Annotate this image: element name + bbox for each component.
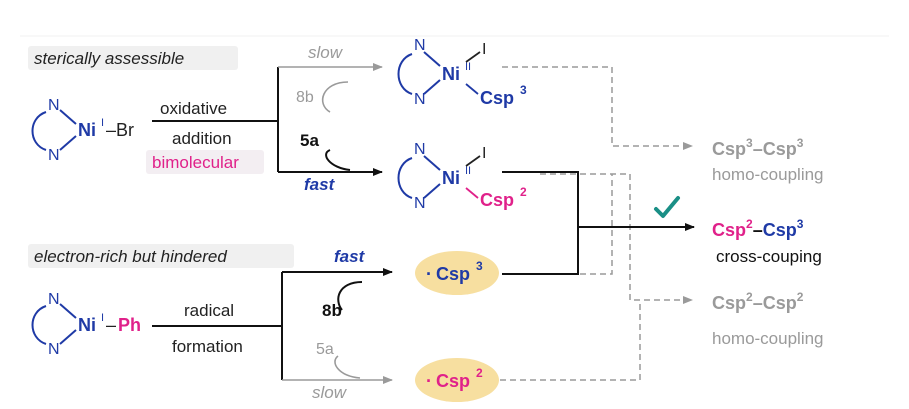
svg-text:Ni: Ni — [78, 315, 96, 335]
bottom-fast-reagent: 8b — [322, 301, 342, 320]
radical-csp2: · Csp 2 — [415, 358, 499, 402]
product-cross-coupling: Csp2–Csp3 cross-couping — [712, 217, 822, 266]
banner-top: sterically assessible — [34, 49, 184, 68]
top-slow-label: slow — [308, 43, 344, 62]
ni-csp3-intermediate: N N Ni II I Csp 3 — [397, 37, 527, 108]
svg-text:N: N — [414, 91, 426, 108]
banner-bottom-bg — [28, 244, 294, 268]
svg-text:Csp3–Csp3: Csp3–Csp3 — [712, 136, 804, 159]
ni-csp2-intermediate: N N Ni II I Csp 2 — [397, 141, 527, 212]
svg-text:N: N — [414, 37, 426, 54]
bottom-fast-label: fast — [334, 247, 366, 266]
svg-text:Ni: Ni — [442, 64, 460, 84]
radical-label: radical — [184, 301, 234, 320]
product-homo-csp3: Csp3–Csp3 homo-coupling — [712, 136, 824, 184]
svg-text:N: N — [414, 141, 426, 158]
ni-br-reagent: N N Ni I –Br — [31, 97, 134, 164]
svg-text:homo-coupling: homo-coupling — [712, 165, 824, 184]
svg-text:cross-couping: cross-couping — [716, 247, 822, 266]
svg-text:Csp: Csp — [480, 190, 514, 210]
svg-text:Csp: Csp — [436, 264, 470, 284]
banner-top-bg — [28, 46, 238, 70]
svg-text:Csp2–Csp3: Csp2–Csp3 — [712, 217, 804, 240]
svg-text:Ni: Ni — [78, 120, 96, 140]
svg-text:Ni: Ni — [442, 168, 460, 188]
svg-text:II: II — [465, 61, 471, 73]
svg-text:3: 3 — [520, 83, 527, 97]
svg-text:Csp: Csp — [436, 371, 470, 391]
svg-text:N: N — [414, 195, 426, 212]
top-fast-label: fast — [304, 175, 336, 194]
svg-text:II: II — [465, 165, 471, 177]
svg-text:N: N — [48, 291, 60, 308]
top-fast-reagent: 5a — [300, 131, 319, 150]
svg-text:I: I — [482, 145, 486, 162]
svg-text:homo-coupling: homo-coupling — [712, 329, 824, 348]
formation-label: formation — [172, 337, 243, 356]
bottom-slow-label: slow — [312, 383, 348, 402]
ni-ph-reagent: N N Ni I – Ph — [31, 291, 141, 358]
svg-text:·: · — [426, 264, 432, 284]
svg-text:N: N — [48, 97, 60, 114]
svg-text:·: · — [426, 371, 432, 391]
svg-text:I: I — [101, 312, 104, 324]
svg-text:I: I — [101, 117, 104, 129]
top-slow-reagent: 8b — [296, 89, 314, 106]
oxidative-label: oxidative — [160, 99, 227, 118]
bimolecular-tag-bg — [146, 150, 264, 174]
check-icon — [654, 196, 680, 218]
svg-text:3: 3 — [476, 259, 483, 273]
svg-text:N: N — [48, 341, 60, 358]
svg-text:Ph: Ph — [118, 315, 141, 335]
svg-text:N: N — [48, 147, 60, 164]
svg-text:–: – — [106, 315, 116, 335]
banner-bottom: electron-rich but hindered — [34, 247, 227, 266]
svg-text:Csp: Csp — [480, 88, 514, 108]
product-homo-csp2: Csp2–Csp2 homo-coupling — [712, 290, 824, 348]
bimolecular-tag: bimolecular — [152, 153, 239, 172]
addition-label: addition — [172, 129, 232, 148]
bottom-slow-reagent: 5a — [316, 341, 334, 358]
radical-csp3: · Csp 3 — [415, 251, 499, 295]
svg-text:–Br: –Br — [106, 120, 134, 140]
svg-text:2: 2 — [476, 366, 483, 380]
svg-text:I: I — [482, 41, 486, 58]
svg-text:Csp2–Csp2: Csp2–Csp2 — [712, 290, 804, 313]
svg-text:2: 2 — [520, 185, 527, 199]
